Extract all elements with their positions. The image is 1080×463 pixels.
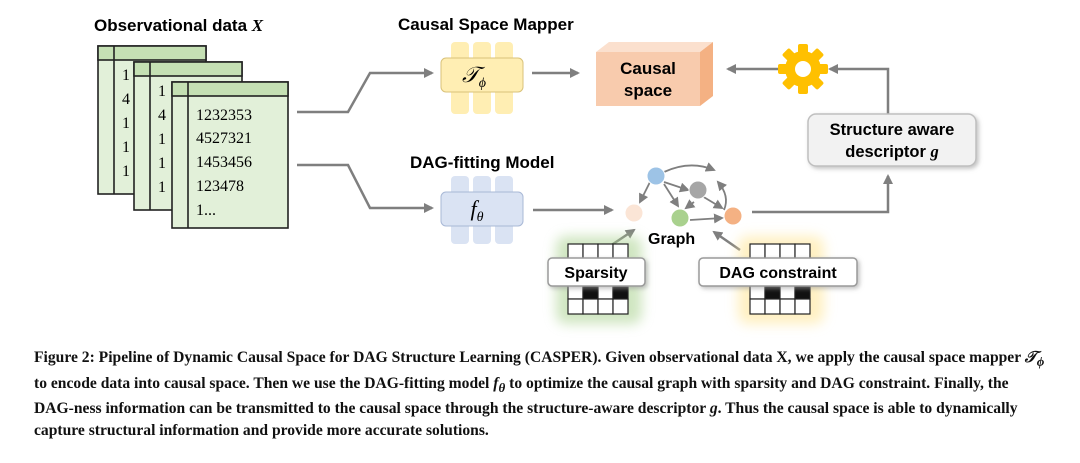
data-sheet-front: 1232353 4527321 1453456 123478 1... (171, 81, 289, 229)
data-title: Observational data X (94, 16, 264, 35)
causal-space-line2: space (624, 81, 672, 100)
arrow-data-to-model (297, 163, 434, 213)
mid-digit: 1 (158, 131, 166, 148)
back-digit: 1 (122, 163, 130, 180)
arrow-graph-to-descriptor (752, 174, 893, 214)
back-digit: 4 (122, 91, 130, 108)
model-title: DAG-fitting Model (410, 153, 554, 172)
figure-caption: Figure 2: Pipeline of Dynamic Causal Spa… (34, 349, 1045, 439)
gear-icon (778, 44, 828, 94)
causal-space-cube: Causal space (596, 42, 713, 106)
sparsity-matrix: Sparsity (547, 236, 646, 324)
back-digit: 1 (122, 139, 130, 156)
graph-node (646, 166, 666, 186)
graph-node (723, 206, 743, 226)
arrow-data-to-mapper (297, 68, 434, 114)
front-value: 1232353 (196, 107, 252, 124)
model-block: fθ (440, 176, 524, 244)
arrow-dag-constraint-to-graph (712, 230, 741, 252)
graph-node (624, 203, 644, 223)
mid-digit: 4 (158, 107, 166, 124)
causal-graph (624, 162, 743, 228)
descriptor-line2: descriptor g (845, 142, 939, 161)
front-value: 1453456 (196, 154, 252, 171)
mapper-block: 𝒯ϕ (440, 42, 524, 114)
mid-digit: 1 (158, 155, 166, 172)
front-value: 4527321 (196, 130, 252, 147)
front-value: 1... (196, 202, 216, 219)
descriptor-box: Structure aware descriptor g (807, 113, 977, 167)
pipeline-diagram: Observational data X 1 4 1 1 1 1 4 1 1 1… (94, 15, 977, 324)
front-value: 123478 (196, 178, 244, 195)
arrow-descriptor-to-gear (828, 64, 890, 116)
descriptor-line1: Structure aware (830, 121, 955, 139)
back-digit: 1 (122, 115, 130, 132)
sparsity-label: Sparsity (564, 265, 627, 282)
back-digit: 1 (122, 67, 130, 84)
causal-space-line1: Causal (620, 59, 676, 78)
dag-constraint-label: DAG constraint (719, 265, 837, 282)
mapper-title: Causal Space Mapper (398, 15, 574, 34)
graph-node (688, 180, 708, 200)
mid-digit: 1 (158, 83, 166, 100)
dag-constraint-matrix: DAG constraint (698, 236, 858, 324)
model-symbol: fθ (470, 196, 483, 225)
mid-digit: 1 (158, 179, 166, 196)
graph-node (670, 208, 690, 228)
graph-label: Graph (648, 231, 695, 248)
